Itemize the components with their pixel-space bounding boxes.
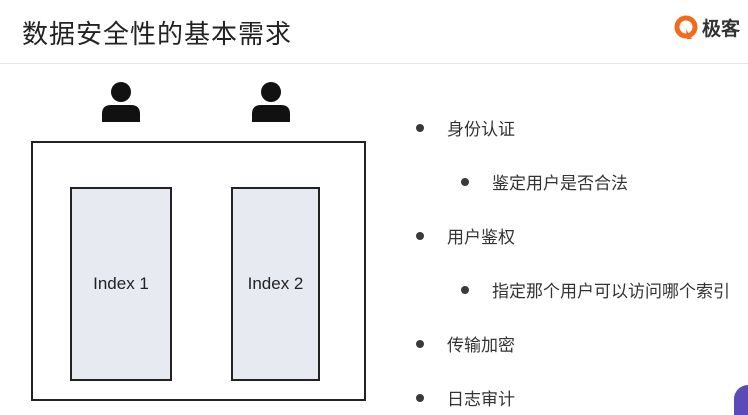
requirement-text: 鉴定用户是否合法	[492, 174, 628, 194]
requirement-text: 日志审计	[447, 390, 515, 410]
index-box: Index 1	[70, 187, 172, 381]
requirement-text: 指定那个用户可以访问哪个索引	[492, 282, 730, 302]
corner-decoration	[734, 385, 748, 415]
bullet-dot	[461, 177, 469, 186]
requirement-text: 身份认证	[447, 120, 515, 140]
requirement-item: 日志审计	[416, 385, 515, 410]
requirement-subitem: 鉴定用户是否合法	[461, 169, 628, 194]
bullet-dot	[461, 285, 469, 294]
bullet-dot	[416, 393, 424, 402]
brand-logo: 极客	[674, 14, 740, 41]
index-box: Index 2	[231, 187, 320, 381]
bullet-dot	[416, 339, 424, 348]
requirement-item: 用户鉴权	[416, 223, 515, 248]
title-divider	[0, 63, 748, 64]
user-icon	[252, 82, 290, 122]
requirement-subitem: 指定那个用户可以访问哪个索引	[461, 277, 730, 302]
requirement-item: 身份认证	[416, 115, 515, 140]
user-icon	[102, 82, 140, 122]
geek-logo-icon	[674, 15, 698, 39]
logo-text: 极客	[702, 18, 741, 40]
bullet-dot	[416, 123, 424, 132]
requirement-text: 传输加密	[447, 336, 515, 356]
requirement-text: 用户鉴权	[447, 228, 515, 248]
index-label: Index 2	[247, 274, 304, 293]
bullet-dot	[416, 231, 424, 240]
index-label: Index 1	[93, 274, 149, 293]
slide-title: 数据安全性的基本需求	[22, 20, 293, 50]
requirement-item: 传输加密	[416, 331, 515, 356]
